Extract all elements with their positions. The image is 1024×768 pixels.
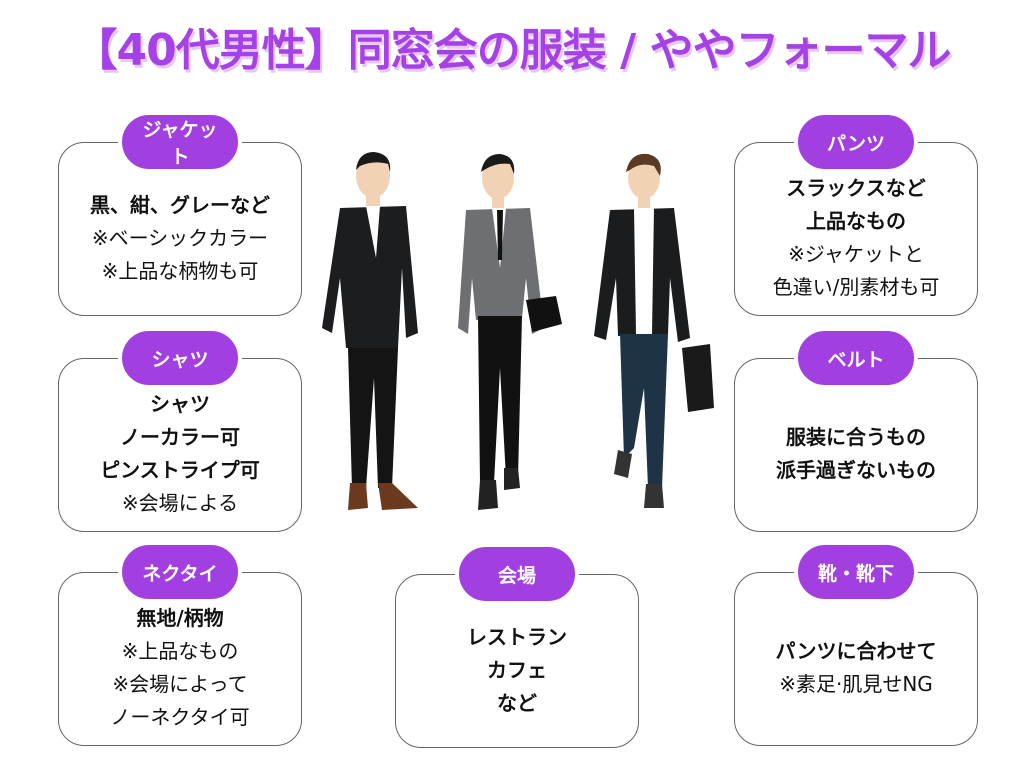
necktie-label: ネクタイ xyxy=(118,541,242,603)
man-casual-jacket-figure xyxy=(594,153,714,508)
card-line: ※上品なもの xyxy=(121,639,239,663)
pants-card: パンツ スラックスなど 上品なもの ※ジャケットと 色違い/別素材も可 xyxy=(734,111,978,316)
card-line: ※会場によって xyxy=(112,672,248,696)
belt-label: ベルト xyxy=(794,327,918,389)
card-line: 上品なもの xyxy=(806,209,906,233)
card-line: 無地/柄物 xyxy=(136,606,224,630)
man-black-suit-figure xyxy=(322,152,418,510)
necktie-card: ネクタイ 無地/柄物 ※上品なもの ※会場によって ノーネクタイ可 xyxy=(58,541,302,746)
card-line: ※ジャケットと xyxy=(788,242,924,266)
belt-card: ベルト 服装に合うもの 派手過ぎないもの xyxy=(734,327,978,532)
card-line: 服装に合うもの xyxy=(786,425,926,449)
card-line: ※会場による xyxy=(121,491,239,515)
card-line: ※ベーシックカラー xyxy=(91,225,269,250)
card-line: パンツに合わせて xyxy=(775,639,937,663)
card-line: ノーネクタイ可 xyxy=(110,705,250,729)
card-line: 色違い/別素材も可 xyxy=(772,275,940,299)
shirt-card: シャツ シャツ ノーカラー可 ピンストライプ可 ※会場による xyxy=(58,327,302,532)
card-line: レストラン xyxy=(467,624,567,649)
card-line: スラックスなど xyxy=(786,176,926,200)
shoes-card: 靴・靴下 パンツに合わせて ※素足·肌見せNG xyxy=(734,541,978,746)
man-grey-suit-figure xyxy=(458,154,562,510)
card-line: ピンストライプ可 xyxy=(100,458,260,482)
shirt-label: シャツ xyxy=(118,327,242,389)
pants-label: パンツ xyxy=(794,111,918,173)
page-title: 【40代男性】同窓会の服装 / ややフォーマル xyxy=(73,25,952,76)
card-line: ※素足·肌見せNG xyxy=(779,672,933,696)
shoes-label: 靴・靴下 xyxy=(794,541,918,603)
card-line: 派手過ぎないもの xyxy=(776,458,936,482)
card-line: カフェ xyxy=(487,657,547,682)
jacket-card: ジャケット 黒、紺、グレーなど ※ベーシックカラー ※上品な柄物も可 xyxy=(58,111,302,316)
men-illustration xyxy=(322,152,714,510)
card-line: ノーカラー可 xyxy=(120,425,240,449)
card-line: シャツ xyxy=(150,392,210,416)
card-line: 黒、紺、グレーなど xyxy=(90,192,270,217)
card-line: など xyxy=(497,690,537,715)
jacket-label: ジャケット xyxy=(118,111,242,173)
venue-label: 会場 xyxy=(455,543,579,605)
venue-card: 会場 レストラン カフェ など xyxy=(395,543,639,748)
card-line: ※上品な柄物も可 xyxy=(101,258,259,283)
